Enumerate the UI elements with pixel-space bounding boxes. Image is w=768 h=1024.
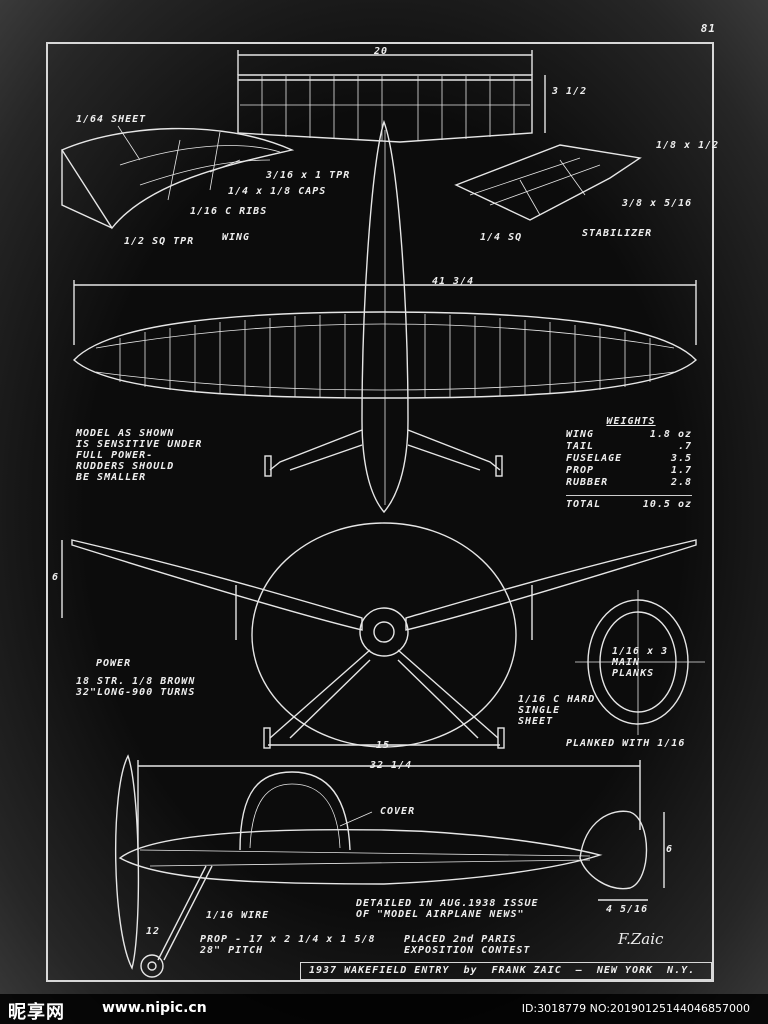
weights-table: WEIGHTS WING 1.8 oz TAIL .7 FUSELAGE 3.5 PR…: [566, 416, 706, 511]
dim-stab-sq: 1/4 SQ: [480, 232, 523, 243]
dim-height: 6: [52, 572, 60, 583]
detailed-in-note: DETAILED IN AUG.1938 ISSUE OF "MODEL AIR…: [356, 898, 539, 920]
weight-name: TAIL: [566, 441, 595, 452]
stabilizer-detail: [454, 144, 642, 221]
wire-label: 1/16 WIRE: [206, 910, 270, 921]
weight-value: .7: [677, 441, 692, 452]
dim-wing-sheet: 1/64 SHEET: [76, 114, 147, 125]
weights-row: TAIL .7: [566, 441, 692, 453]
prop-spec: PROP - 17 x 2 1/4 x 1 5/8 28" PITCH: [200, 934, 376, 956]
dim-stab-small: 3/8 x 5/16: [622, 198, 693, 209]
dim-nose-width: 4 5/16: [606, 904, 649, 915]
dim-tail-chord: 3 1/2: [552, 86, 588, 97]
weights-row: FUSELAGE 3.5: [566, 453, 692, 465]
dim-top-width: 20: [374, 46, 389, 57]
dim-gear-track: 15: [376, 740, 391, 751]
cover-label: COVER: [380, 806, 416, 817]
dim-fuselage-length: 32 1/4: [370, 760, 413, 771]
fuselage-cross-section: [575, 590, 705, 735]
dim-stab-spar: 1/8 x 1/2: [656, 140, 720, 151]
watermark-logo: 昵享网: [8, 1002, 65, 1023]
weight-name: WING: [566, 429, 595, 440]
model-note: MODEL AS SHOWN IS SENSITIVE UNDER FULL P…: [76, 428, 203, 483]
top-view-gear: [264, 429, 503, 477]
weight-value: 1.8 oz: [649, 429, 692, 440]
weights-row: RUBBER 2.8: [566, 477, 692, 489]
title-block: 1937 WAKEFIELD ENTRY by FRANK ZAIC — NEW…: [300, 962, 712, 980]
top-view-fuselage: [361, 119, 409, 514]
side-view: [114, 754, 665, 978]
dim-wingspan: 41 3/4: [432, 276, 475, 287]
watermark-url: www.nipic.cn: [102, 1000, 207, 1016]
stabilizer-label: STABILIZER: [582, 228, 653, 239]
dim-caps: 1/4 x 1/8 CAPS: [228, 186, 327, 197]
front-view: [61, 522, 697, 749]
signature: F.Zaic: [618, 930, 664, 948]
wing-section-detail: [60, 127, 295, 230]
wing-label: WING: [222, 232, 251, 243]
power-title: POWER: [96, 658, 132, 669]
weights-row: PROP 1.7: [566, 465, 692, 477]
weight-name: RUBBER: [566, 477, 609, 488]
page-number: 81: [700, 22, 716, 35]
weight-total-label: TOTAL: [566, 499, 602, 510]
power-detail: 18 STR. 1/8 BROWN 32"LONG-900 TURNS: [76, 676, 196, 698]
dim-wing-taper: 1/2 SQ TPR: [124, 236, 195, 247]
placed-note: PLACED 2nd PARIS EXPOSITION CONTEST: [404, 934, 531, 956]
dim-cap-taper: 3/16 x 1 TPR: [266, 170, 351, 181]
weights-total-row: TOTAL 10.5 oz: [566, 495, 692, 511]
hard-sheet-label: 1/16 C HARD SINGLE SHEET: [518, 694, 596, 727]
weights-title: WEIGHTS: [606, 416, 656, 427]
weight-total-value: 10.5 oz: [642, 499, 692, 510]
weights-row: WING 1.8 oz: [566, 429, 692, 441]
weight-value: 3.5: [670, 453, 692, 464]
watermark-bar: [0, 994, 768, 1024]
weight-name: FUSELAGE: [566, 453, 623, 464]
dim-ribs: 1/16 C RIBS: [190, 206, 268, 217]
dim-nose-height: 6: [666, 844, 674, 855]
weight-value: 2.8: [670, 477, 692, 488]
watermark-id: ID:3018779 NO:20190125144046857000: [521, 1002, 750, 1015]
dim-prop-hub: 12: [146, 926, 161, 937]
planked-with-label: PLANKED WITH 1/16: [566, 738, 686, 749]
weight-value: 1.7: [670, 465, 692, 476]
top-view-wing: [72, 280, 698, 399]
top-view-tail: [237, 50, 546, 143]
main-planks-label: 1/16 x 3 MAIN PLANKS: [612, 646, 669, 679]
drawing-frame: [46, 42, 714, 982]
weight-name: PROP: [566, 465, 595, 476]
